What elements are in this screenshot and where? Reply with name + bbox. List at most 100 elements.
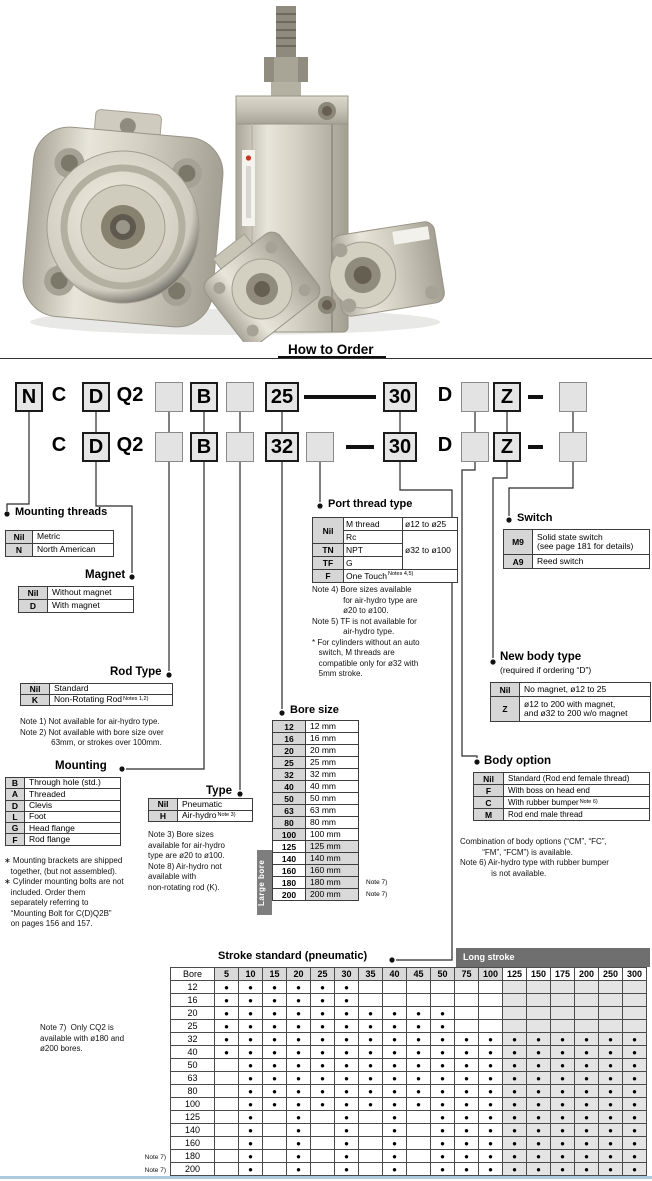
port-thread-table: Nil M thread ø12 to ø25 Rc ø32 to ø100 T… (312, 517, 458, 583)
stroke-cell: ● (238, 1123, 263, 1137)
code-segment: B (190, 382, 218, 412)
stroke-table-row: 32●●●●●●●●●●●●●●●●●● (170, 1032, 647, 1046)
availability-dot: ● (488, 1138, 493, 1148)
stroke-cell: ● (382, 1097, 407, 1111)
availability-dot: ● (440, 1164, 445, 1174)
availability-dot: ● (608, 1060, 613, 1070)
availability-dot: ● (392, 1099, 397, 1109)
availability-dot: ● (464, 1099, 469, 1109)
stroke-cell: ● (454, 1136, 479, 1150)
bore-cell: 160 (170, 1136, 215, 1150)
stroke-cell (214, 1084, 239, 1098)
stroke-cell (214, 1136, 239, 1150)
availability-dot: ● (488, 1125, 493, 1135)
availability-dot: ● (512, 1112, 517, 1122)
availability-dot: ● (392, 1047, 397, 1057)
availability-dot: ● (536, 1099, 541, 1109)
stroke-cell (478, 993, 503, 1007)
how-to-order-title: How to Order (288, 342, 374, 357)
stroke-cell: ● (406, 1032, 431, 1046)
stroke-cell: ● (526, 1097, 551, 1111)
stroke-cell: ● (262, 1084, 287, 1098)
stroke-cell: ● (598, 1110, 623, 1124)
stroke-cell: ● (526, 1032, 551, 1046)
availability-dot: ● (488, 1060, 493, 1070)
stroke-cell (478, 1006, 503, 1020)
availability-dot: ● (464, 1073, 469, 1083)
stroke-cell (382, 980, 407, 994)
availability-dot: ● (344, 1151, 349, 1161)
stroke-cell: ● (310, 980, 335, 994)
stroke-cell: ● (262, 993, 287, 1007)
stroke-cell: ● (574, 1058, 599, 1072)
availability-dot: ● (344, 1164, 349, 1174)
stroke-cell (574, 993, 599, 1007)
code-option-box (559, 382, 587, 412)
stroke-cell: ● (478, 1045, 503, 1059)
stroke-cell: ● (550, 1136, 575, 1150)
stroke-cell: ● (598, 1162, 623, 1176)
stroke-cell: ● (310, 1019, 335, 1033)
stroke-cell: ● (358, 1006, 383, 1020)
availability-dot: ● (584, 1138, 589, 1148)
stroke-cell (262, 1136, 287, 1150)
stroke-cell: ● (286, 1123, 311, 1137)
availability-dot: ● (392, 1034, 397, 1044)
stroke-cell: ● (574, 1149, 599, 1163)
stroke-cell: ● (334, 1032, 359, 1046)
stroke-table-row: 40●●●●●●●●●●●●●●●●●● (170, 1045, 647, 1059)
stroke-cell (262, 1162, 287, 1176)
stroke-cell: ● (430, 1032, 455, 1046)
stroke-cell: ● (214, 980, 239, 994)
availability-dot: ● (608, 1138, 613, 1148)
port-code: TF (312, 556, 344, 570)
stroke-cell: ● (430, 1162, 455, 1176)
bore-cell: 63 (170, 1071, 215, 1085)
availability-dot: ● (632, 1125, 637, 1135)
stroke-table-row: 16●●●●●● (170, 993, 647, 1007)
stroke-cell: ● (382, 1149, 407, 1163)
code-segment: C (51, 434, 67, 456)
availability-dot: ● (320, 1047, 325, 1057)
availability-dot: ● (344, 1034, 349, 1044)
bore-cell: 25 (170, 1019, 215, 1033)
stroke-cell: ● (454, 1045, 479, 1059)
stroke-header-cell: 100 (478, 967, 503, 981)
stroke-cell: ● (526, 1058, 551, 1072)
availability-dot: ● (512, 1060, 517, 1070)
bore-cell: 32 (170, 1032, 215, 1046)
stroke-cell (262, 1110, 287, 1124)
product-photo (22, 6, 445, 342)
stroke-cell: ● (622, 1162, 647, 1176)
code-segment: 32 (265, 432, 299, 462)
availability-dot: ● (536, 1047, 541, 1057)
availability-dot: ● (632, 1086, 637, 1096)
availability-dot: ● (296, 1008, 301, 1018)
stroke-cell (358, 1136, 383, 1150)
code-cell: D (18, 599, 48, 613)
availability-dot: ● (536, 1151, 541, 1161)
code-segment: 30 (383, 382, 417, 412)
availability-dot: ● (392, 1008, 397, 1018)
availability-dot: ● (560, 1125, 565, 1135)
availability-dot: ● (248, 1073, 253, 1083)
availability-dot: ● (248, 1151, 253, 1161)
stroke-cell (526, 980, 551, 994)
availability-dot: ● (344, 1073, 349, 1083)
stroke-cell: ● (478, 1149, 503, 1163)
stroke-cell: ● (334, 993, 359, 1007)
stroke-cell: ● (382, 1162, 407, 1176)
stroke-cell (214, 1162, 239, 1176)
code-segment: D (437, 434, 453, 456)
code-cell: K (20, 694, 50, 706)
stroke-cell (550, 1019, 575, 1033)
availability-dot: ● (440, 1125, 445, 1135)
